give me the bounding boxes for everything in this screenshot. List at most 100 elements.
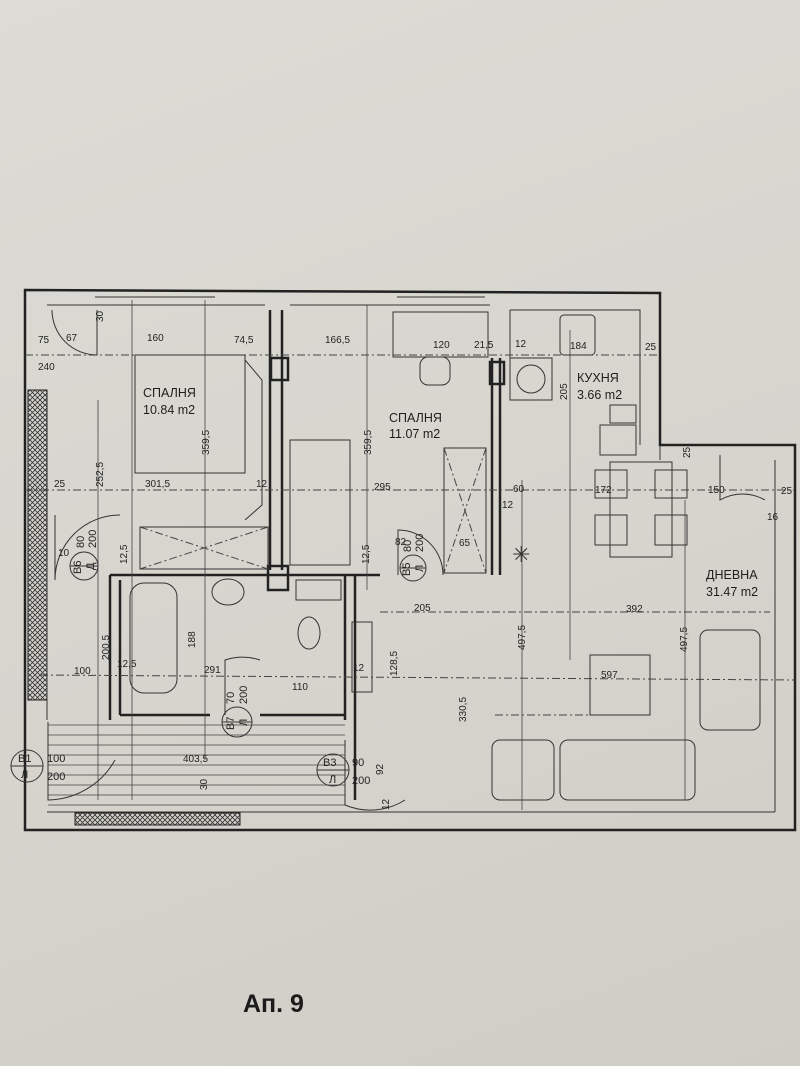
svg-text:359,5: 359,5 [363, 430, 374, 455]
svg-text:301,5: 301,5 [145, 479, 170, 490]
room-name: ДНЕВНА [706, 568, 758, 582]
svg-text:30: 30 [95, 310, 106, 322]
svg-text:25: 25 [781, 486, 793, 497]
kitchen-sink [559, 314, 596, 356]
svg-text:295: 295 [374, 482, 391, 493]
door-tag-b1: B1Л 100 200 [10, 749, 65, 783]
armchair [491, 739, 555, 801]
washing-machine [509, 357, 553, 401]
svg-text:25: 25 [645, 342, 657, 353]
svg-text:Д: Д [85, 562, 97, 570]
svg-text:128,5: 128,5 [389, 651, 400, 676]
svg-text:166,5: 166,5 [325, 335, 350, 346]
svg-text:Л: Л [414, 565, 426, 572]
hatched-wall-bottom [74, 812, 241, 826]
svg-text:12,5: 12,5 [117, 659, 137, 670]
svg-text:172: 172 [595, 485, 612, 496]
room-area: 11.07 m2 [389, 427, 440, 441]
sofa-side [699, 629, 761, 731]
column [269, 356, 290, 382]
svg-text:B6: B6 [72, 561, 84, 574]
svg-text:200: 200 [352, 775, 370, 787]
svg-text:12: 12 [381, 798, 392, 810]
stove [599, 424, 637, 456]
svg-text:120: 120 [433, 340, 450, 351]
svg-text:330,5: 330,5 [458, 697, 469, 722]
svg-text:21,5: 21,5 [474, 340, 494, 351]
washing-machine-drum [516, 364, 546, 394]
radiator [351, 621, 373, 693]
svg-text:10: 10 [58, 548, 70, 559]
svg-text:100: 100 [47, 753, 65, 765]
svg-text:B7: B7 [225, 717, 237, 730]
svg-text:80: 80 [75, 536, 87, 548]
svg-text:Л: Л [238, 719, 250, 726]
svg-text:200,5: 200,5 [101, 635, 112, 660]
svg-text:12: 12 [515, 339, 527, 350]
sofa [559, 739, 696, 801]
door-swings [47, 309, 766, 811]
svg-text:Л: Л [21, 769, 28, 781]
svg-text:74,5: 74,5 [234, 335, 254, 346]
svg-text:205: 205 [414, 603, 431, 614]
svg-text:65: 65 [459, 538, 471, 549]
svg-text:200: 200 [47, 771, 65, 783]
svg-text:25: 25 [682, 446, 693, 458]
svg-text:205: 205 [559, 383, 570, 400]
svg-text:359,5: 359,5 [201, 430, 212, 455]
furniture: ✳ [129, 311, 761, 801]
hatched-wall-left [27, 389, 48, 701]
room-area: 10.84 m2 [143, 403, 195, 417]
toilet [297, 616, 321, 650]
svg-text:200: 200 [238, 686, 250, 704]
oven [609, 404, 637, 424]
heater-icon: ✳ [512, 542, 530, 567]
svg-text:184: 184 [570, 341, 587, 352]
coffee-table [589, 654, 651, 716]
svg-text:12,5: 12,5 [119, 544, 130, 564]
dining-table [609, 461, 673, 558]
svg-text:B5: B5 [401, 563, 413, 576]
outer-walls [23, 288, 797, 832]
bed [289, 439, 351, 566]
svg-text:597: 597 [601, 670, 618, 681]
room-name: СПАЛНЯ [143, 386, 196, 400]
svg-text:497,5: 497,5 [679, 627, 690, 652]
wardrobe [443, 447, 487, 574]
apartment-title: Ап. 9 [243, 990, 304, 1018]
svg-text:110: 110 [292, 682, 308, 693]
svg-text:252,5: 252,5 [95, 462, 106, 487]
room-name: КУХНЯ [577, 371, 619, 385]
room-name: СПАЛНЯ [389, 411, 442, 425]
chair [419, 356, 451, 386]
svg-text:25: 25 [54, 479, 66, 490]
column [266, 564, 290, 592]
svg-text:200: 200 [87, 530, 99, 548]
dimension-labels: 75 67 30 160 74,5 166,5 120 21,5 12 184 … [38, 310, 793, 810]
corridor-floor [48, 724, 345, 806]
svg-text:12: 12 [502, 500, 514, 511]
bathtub [129, 582, 178, 694]
dimension-lines [25, 300, 796, 810]
svg-text:75: 75 [38, 335, 50, 346]
svg-text:200: 200 [414, 534, 426, 552]
svg-text:100: 100 [74, 666, 91, 677]
svg-text:30: 30 [199, 778, 210, 790]
svg-text:291: 291 [204, 665, 221, 676]
svg-text:392: 392 [626, 604, 643, 615]
sink [211, 578, 245, 606]
svg-text:16: 16 [767, 512, 779, 523]
bed [134, 354, 246, 474]
svg-text:90: 90 [352, 757, 364, 769]
room-labels: СПАЛНЯ 10.84 m2 СПАЛНЯ 11.07 m2 КУХНЯ 3.… [143, 371, 758, 599]
wardrobe [139, 526, 269, 570]
svg-text:B1: B1 [18, 753, 31, 765]
svg-text:67: 67 [66, 333, 78, 344]
svg-text:B3: B3 [323, 757, 336, 769]
svg-text:12: 12 [353, 663, 365, 674]
column [488, 360, 506, 386]
